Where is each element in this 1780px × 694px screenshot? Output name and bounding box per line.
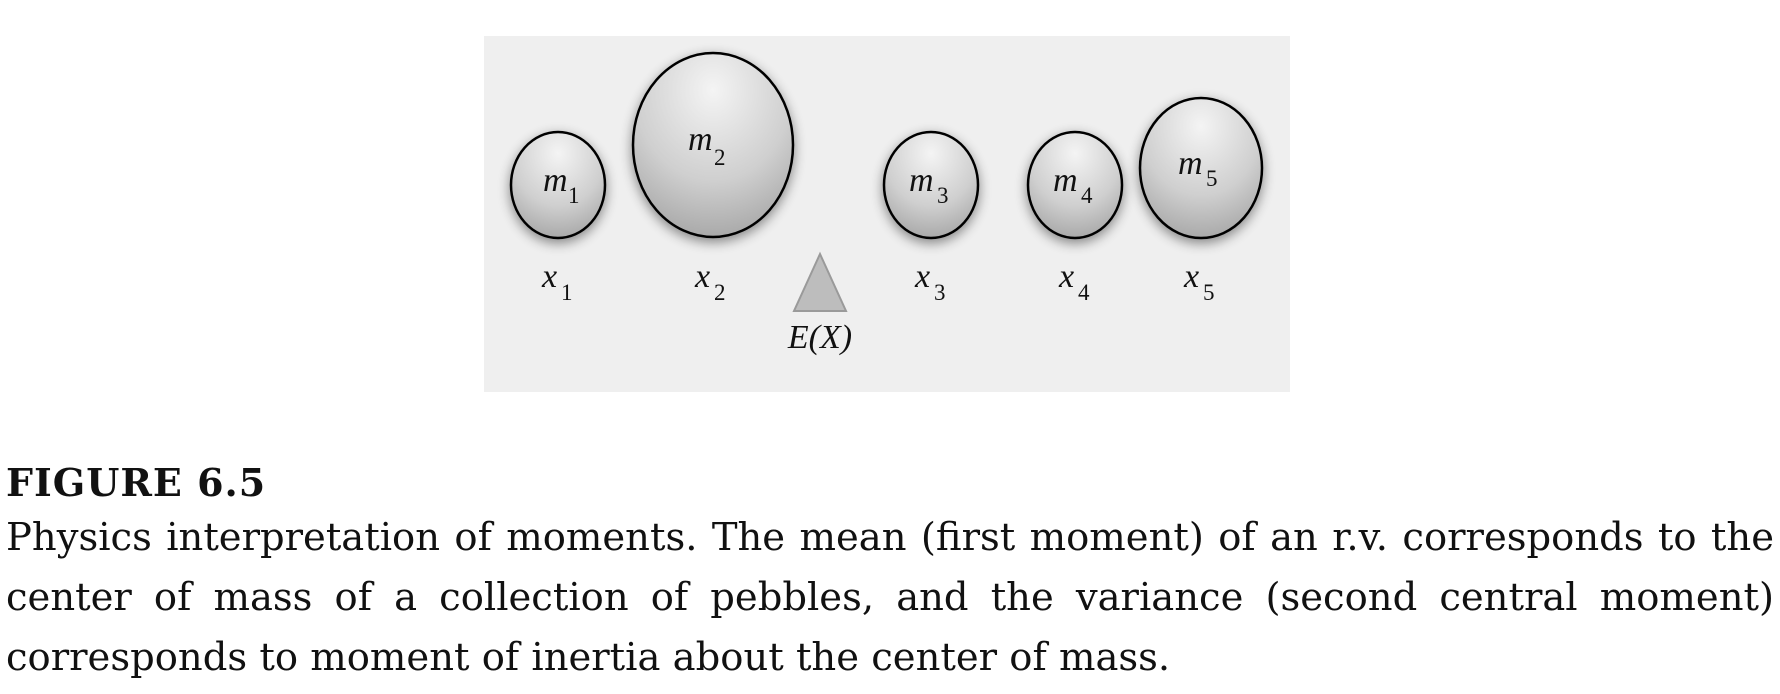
figure-number: FIGURE 6.5: [6, 460, 267, 505]
mass-symbol: m: [1178, 145, 1203, 182]
position-subscript: 5: [1203, 280, 1215, 305]
pebble-m5: m 5: [1138, 96, 1264, 240]
mass-subscript: 5: [1206, 166, 1218, 191]
pebble-shape: [1026, 130, 1124, 240]
position-label-x1: x 1: [541, 258, 573, 305]
moments-diagram: m 1 m 2 m 3 m 4 m 5 x 1: [484, 36, 1290, 392]
pebble-shape: [509, 130, 607, 240]
mass-subscript: 4: [1081, 183, 1093, 208]
mass-subscript: 2: [714, 145, 726, 170]
position-label-x2: x 2: [694, 258, 726, 305]
figure-caption: FIGURE 6.5 Physics interpretation of mom…: [6, 458, 1774, 688]
pebble-m1: m 1: [509, 130, 607, 240]
position-symbol: x: [1058, 258, 1074, 295]
figure-panel: m 1 m 2 m 3 m 4 m 5 x 1: [484, 36, 1290, 392]
mass-symbol: m: [543, 162, 568, 199]
pebble-m2: m 2: [631, 51, 795, 239]
position-symbol: x: [914, 258, 930, 295]
position-label-x4: x 4: [1058, 258, 1090, 305]
mass-symbol: m: [1053, 162, 1078, 199]
position-subscript: 3: [934, 280, 946, 305]
pebble-shape: [631, 51, 795, 239]
position-label-x3: x 3: [914, 258, 946, 305]
position-symbol: x: [541, 258, 557, 295]
position-subscript: 2: [714, 280, 726, 305]
mass-symbol: m: [909, 162, 934, 199]
position-label-x5: x 5: [1183, 258, 1215, 305]
expected-value-label: E(X): [787, 319, 852, 356]
fulcrum-triangle: [792, 251, 848, 312]
mass-subscript: 1: [568, 183, 580, 208]
pebble-m4: m 4: [1026, 130, 1124, 240]
mass-subscript: 3: [937, 183, 949, 208]
position-symbol: x: [1183, 258, 1199, 295]
pebble-m3: m 3: [882, 130, 980, 240]
pebble-shape: [882, 130, 980, 240]
position-symbol: x: [694, 258, 710, 295]
caption-text: Physics interpretation of moments. The m…: [6, 515, 1774, 680]
mass-symbol: m: [688, 121, 713, 158]
pebble-shape: [1138, 96, 1264, 240]
position-subscript: 1: [561, 280, 573, 305]
position-subscript: 4: [1078, 280, 1090, 305]
